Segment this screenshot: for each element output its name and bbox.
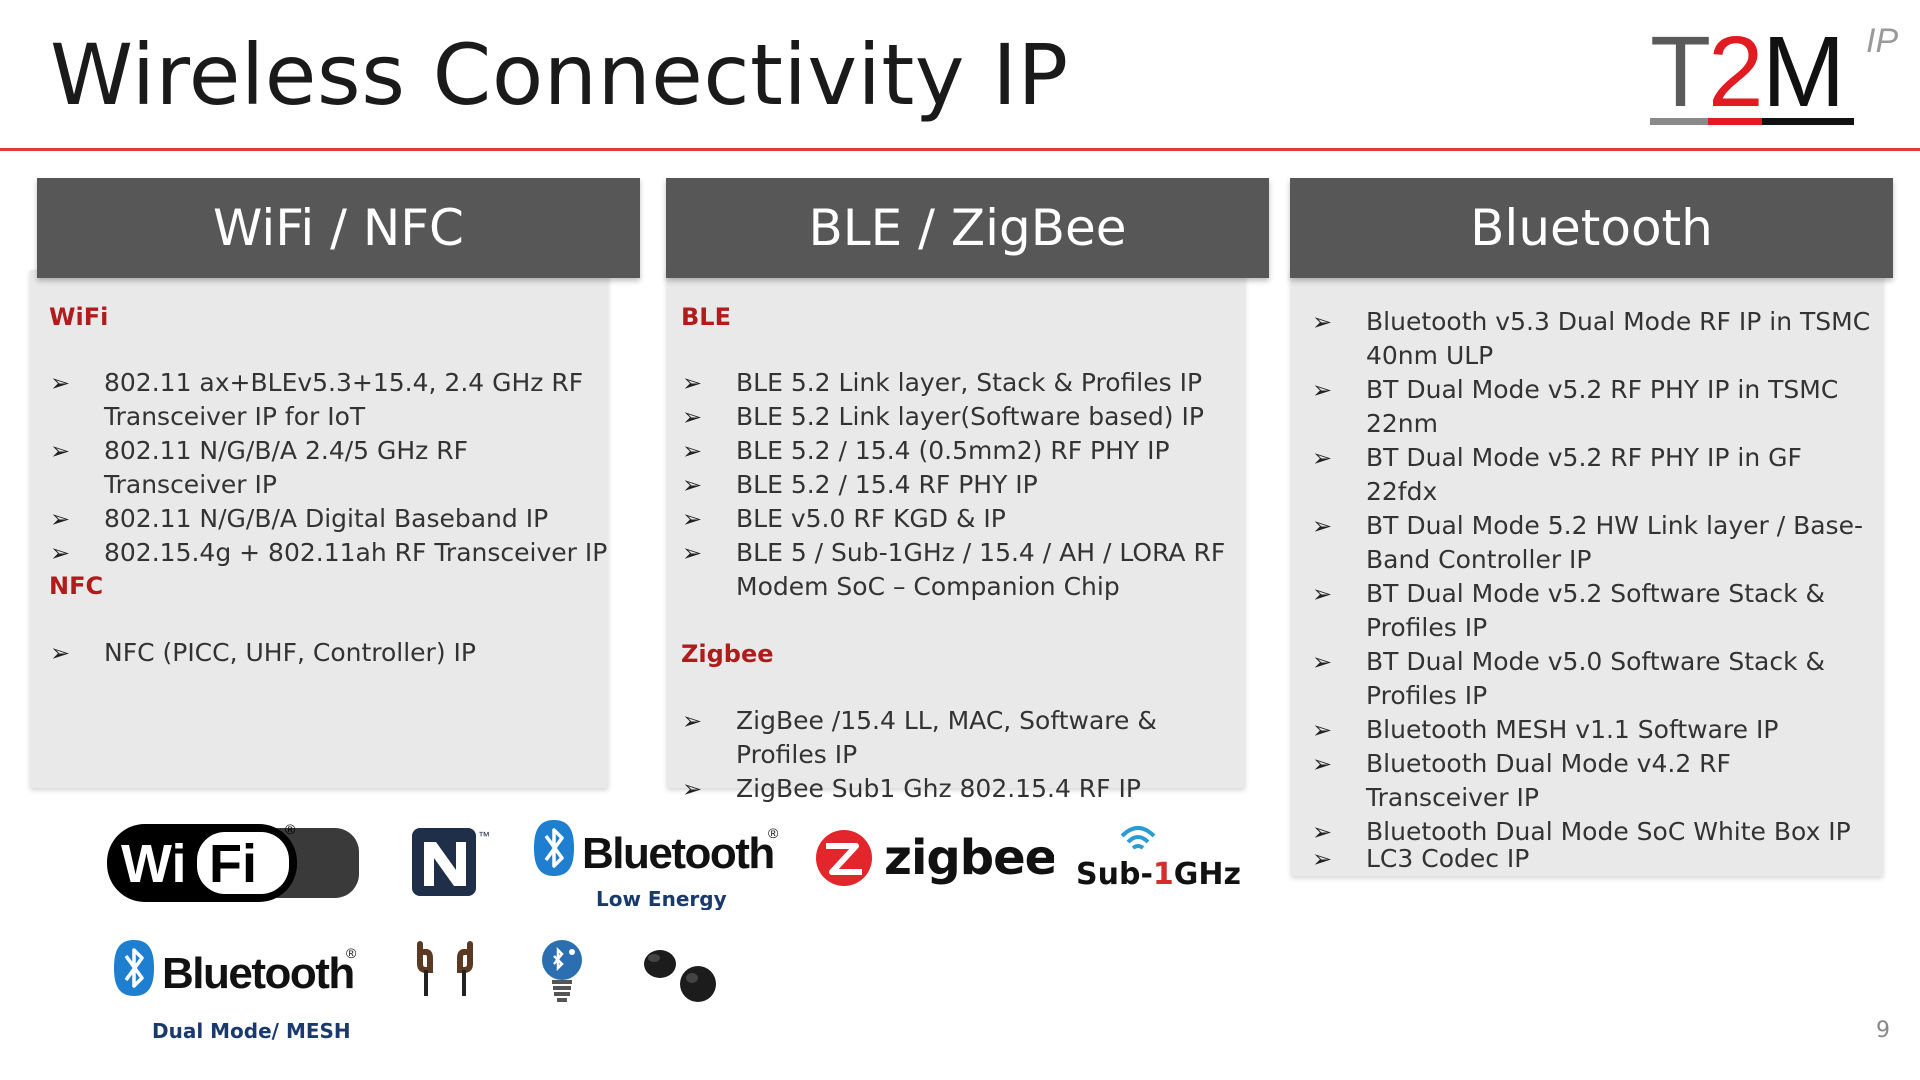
ble-caption: Low Energy	[596, 887, 727, 910]
page-number: 9	[1876, 1018, 1890, 1043]
nfc-logo: ™	[412, 828, 490, 896]
list-item: ➢BLE v5.0 RF KGD & IP	[682, 502, 1242, 536]
logo-letter-t: T	[1650, 16, 1711, 128]
nfc-tm: ™	[478, 829, 490, 843]
list-item: ➢Bluetooth Dual Mode v4.2 RF Transceiver…	[1312, 749, 1731, 812]
arrow-bullet-icon: ➢	[1312, 845, 1333, 873]
ble-word: Bluetooth	[582, 829, 774, 878]
arrow-bullet-icon: ➢	[50, 369, 71, 397]
ble-zigbee-panel	[667, 270, 1245, 788]
list-item: ➢BLE 5.2 / 15.4 RF PHY IP	[682, 468, 1242, 502]
logo-superscript: IP	[1866, 22, 1898, 60]
ble-list: ➢BLE 5.2 Link layer, Stack & Profiles IP…	[682, 366, 1242, 604]
list-item: ➢BT Dual Mode 5.2 HW Link layer / Base-B…	[1312, 511, 1863, 574]
lc3-list: ➢LC3 Codec IP	[1312, 842, 1878, 876]
zigbee-list: ➢ZigBee /15.4 LL, MAC, Software & Profil…	[682, 704, 1242, 806]
arrow-bullet-icon: ➢	[50, 539, 71, 567]
list-item: ➢ZigBee Sub1 Ghz 802.15.4 RF IP	[682, 772, 1242, 806]
ble-logo: Bluetooth ® Low Energy	[534, 820, 779, 910]
sub1ghz-logo: Sub-1GHz	[1076, 826, 1241, 892]
bt-word: Bluetooth	[162, 949, 354, 998]
sub1ghz-ghz: GHz	[1174, 857, 1241, 892]
arrow-bullet-icon: ➢	[1312, 580, 1333, 608]
wifi-logo-registered: ®	[285, 821, 296, 837]
ble-section-title: BLE	[681, 303, 731, 331]
logo-letter-m: M	[1762, 16, 1845, 128]
zigbee-word: zigbee	[884, 830, 1054, 886]
list-item: ➢802.15.4g + 802.11ah RF Transceiver IP	[50, 536, 610, 570]
bt-registered: ®	[346, 945, 357, 961]
arrow-bullet-icon: ➢	[682, 369, 703, 397]
bt-caption: Dual Mode/ MESH	[152, 1019, 351, 1043]
arrow-bullet-icon: ➢	[682, 775, 703, 803]
wifi-logo: Wi Fi ®	[107, 821, 359, 902]
list-item: ➢BT Dual Mode v5.0 Software Stack & Prof…	[1312, 647, 1826, 710]
arrow-bullet-icon: ➢	[1312, 376, 1333, 404]
arrow-bullet-icon: ➢	[682, 707, 703, 735]
arrow-bullet-icon: ➢	[682, 437, 703, 465]
list-item: ➢802.11 N/G/B/A Digital Baseband IP	[50, 502, 610, 536]
list-item: ➢Bluetooth v5.3 Dual Mode RF IP in TSMC …	[1312, 307, 1871, 370]
wifi-logo-wi: Wi	[121, 834, 187, 894]
ble-zigbee-header: BLE / ZigBee	[666, 178, 1269, 278]
arrow-bullet-icon: ➢	[50, 639, 71, 667]
bluetooth-list: ➢Bluetooth v5.3 Dual Mode RF IP in TSMC …	[1312, 305, 1878, 849]
wifi-section-title: WiFi	[49, 303, 109, 331]
t2m-logo: T 2 M IP	[1650, 16, 1898, 128]
smart-bulb-icon	[542, 940, 582, 1002]
wifi-nfc-panel	[30, 270, 608, 788]
list-item: ➢Bluetooth MESH v1.1 Software IP	[1312, 713, 1878, 747]
arrow-bullet-icon: ➢	[1312, 716, 1333, 744]
list-item: ➢BLE 5.2 / 15.4 (0.5mm2) RF PHY IP	[682, 434, 1242, 468]
nfc-section-title: NFC	[49, 572, 104, 600]
wifi-nfc-header: WiFi / NFC	[37, 178, 640, 278]
arrow-bullet-icon: ➢	[1312, 308, 1333, 336]
arrow-bullet-icon: ➢	[1312, 444, 1333, 472]
logo-letter-2: 2	[1708, 16, 1764, 128]
wireless-earbuds-icon	[644, 950, 716, 1002]
wifi-list: ➢802.11 ax+BLEv5.3+15.4, 2.4 GHz RF Tran…	[50, 366, 610, 570]
list-item: ➢BT Dual Mode v5.2 RF PHY IP in TSMC 22n…	[1312, 375, 1839, 438]
list-item: ➢Bluetooth Dual Mode SoC White Box IP	[1312, 815, 1878, 849]
arrow-bullet-icon: ➢	[682, 505, 703, 533]
sub1ghz-one: 1	[1153, 857, 1174, 892]
list-item: ➢NFC (PICC, UHF, Controller) IP	[50, 636, 610, 670]
list-item: ➢BLE 5.2 Link layer(Software based) IP	[682, 400, 1242, 434]
arrow-bullet-icon: ➢	[682, 403, 703, 431]
arrow-bullet-icon: ➢	[1312, 648, 1333, 676]
slide-title: Wireless Connectivity IP	[50, 26, 1069, 124]
list-item: ➢BT Dual Mode v5.2 Software Stack & Prof…	[1312, 579, 1826, 642]
svg-text:Sub-1GHz: Sub-1GHz	[1076, 857, 1241, 892]
wifi-logo-fi: Fi	[209, 834, 257, 894]
ble-registered: ®	[768, 825, 779, 841]
sub1ghz-sub: Sub-	[1076, 857, 1153, 892]
list-item: ➢BT Dual Mode v5.2 RF PHY IP in GF 22fdx	[1312, 443, 1802, 506]
arrow-bullet-icon: ➢	[682, 539, 703, 567]
arrow-bullet-icon: ➢	[50, 437, 71, 465]
bluetooth-logo: Bluetooth ® Dual Mode/ MESH	[114, 940, 357, 1043]
arrow-bullet-icon: ➢	[50, 505, 71, 533]
zigbee-logo: zigbee	[816, 830, 1054, 886]
arrow-bullet-icon: ➢	[682, 471, 703, 499]
bluetooth-header: Bluetooth	[1290, 178, 1893, 278]
nfc-list: ➢NFC (PICC, UHF, Controller) IP	[50, 636, 610, 670]
arrow-bullet-icon: ➢	[1312, 818, 1333, 846]
arrow-bullet-icon: ➢	[1312, 750, 1333, 778]
list-item: ➢BLE 5.2 Link layer, Stack & Profiles IP	[682, 366, 1242, 400]
title-divider	[0, 148, 1920, 151]
list-item: ➢ZigBee /15.4 LL, MAC, Software & Profil…	[682, 706, 1157, 769]
list-item: ➢802.11 N/G/B/A 2.4/5 GHz RF Transceiver…	[50, 436, 468, 499]
bluetooth-panel	[1291, 270, 1883, 876]
list-item: ➢BLE 5 / Sub-1GHz / 15.4 / AH / LORA RF …	[682, 538, 1226, 601]
arrow-bullet-icon: ➢	[1312, 512, 1333, 540]
earphones-icon	[417, 941, 473, 996]
list-item: ➢LC3 Codec IP	[1312, 842, 1878, 876]
zigbee-section-title: Zigbee	[681, 640, 774, 668]
list-item: ➢802.11 ax+BLEv5.3+15.4, 2.4 GHz RF Tran…	[50, 368, 584, 431]
